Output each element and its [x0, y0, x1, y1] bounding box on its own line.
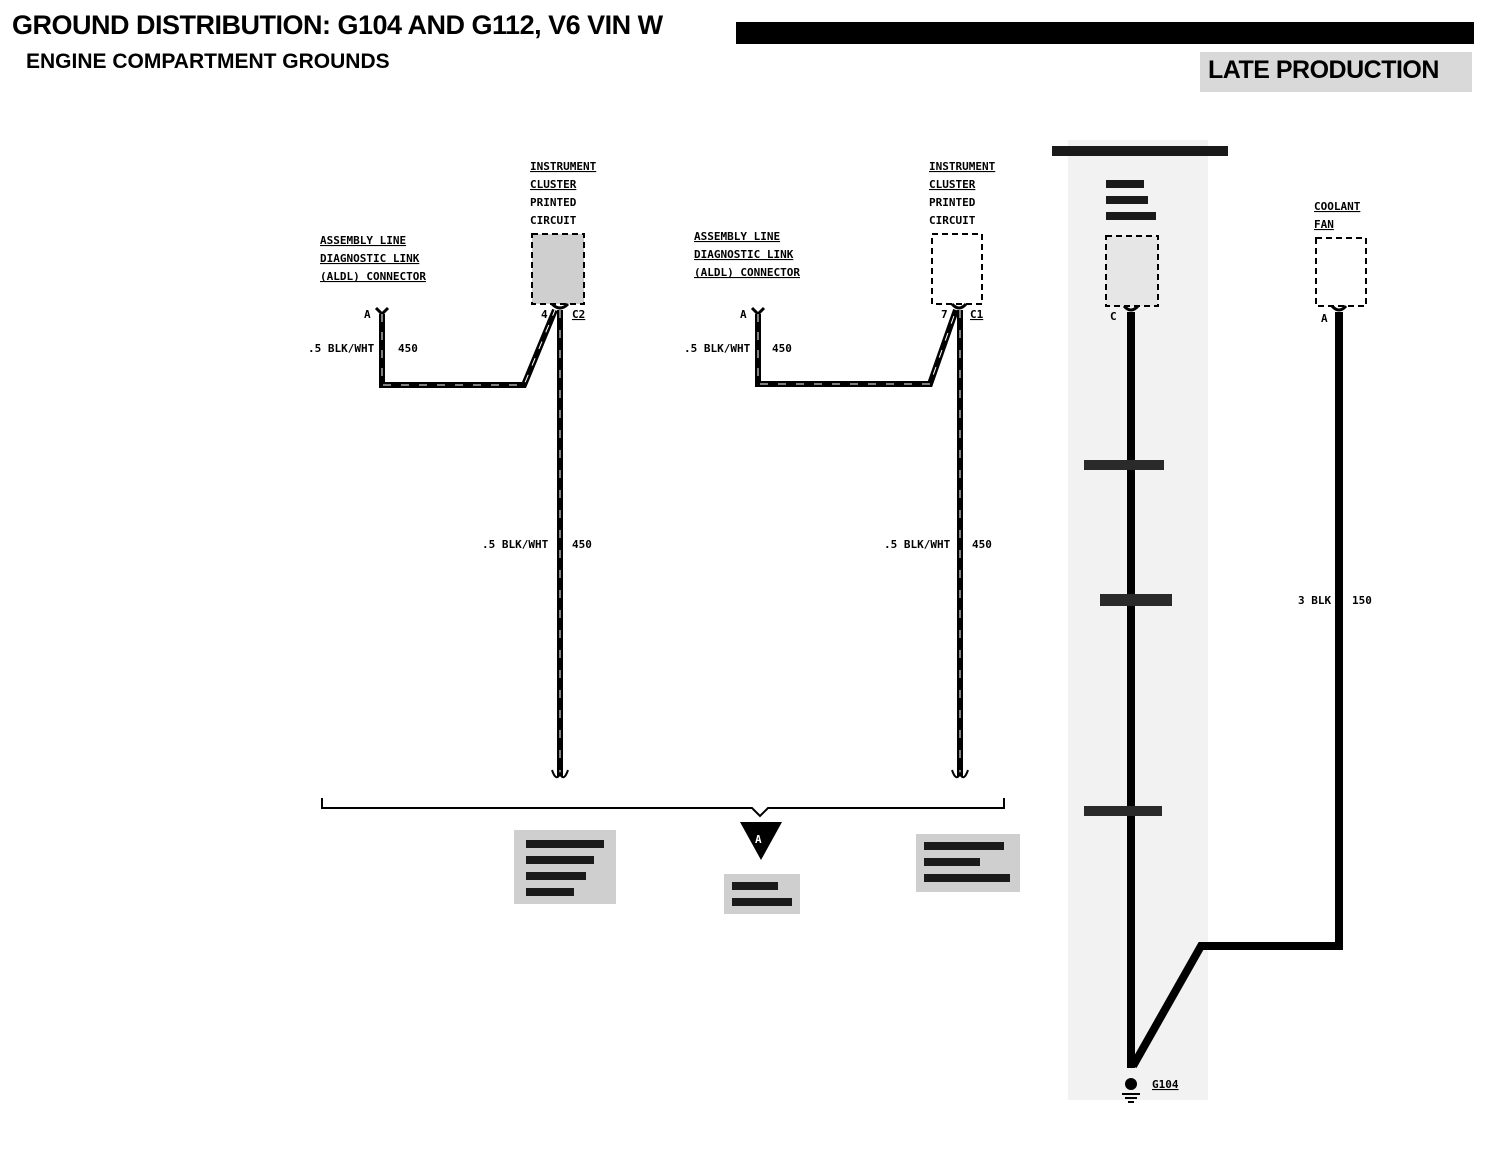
production-badge-label: LATE PRODUCTION [1208, 56, 1439, 84]
coolant-fan-ground-wire [1129, 312, 1343, 1068]
left-note-line-2 [526, 856, 594, 864]
left-cluster-terminal [550, 302, 570, 310]
left-cluster-label-line-2: CLUSTER [530, 178, 577, 191]
header-rule [736, 22, 1474, 44]
left-cluster-label-line-3: PRINTED [530, 196, 577, 209]
left-note-line-3 [526, 872, 586, 880]
left-wire1-circuit: 450 [398, 342, 418, 355]
production-badge: LATE PRODUCTION [1200, 52, 1472, 92]
coolant-fan-pin: A [1321, 312, 1328, 325]
coolant-fan-component [1315, 237, 1367, 307]
left-cluster-pin: 4 [541, 308, 548, 321]
bottom-brace-group: A [321, 798, 1020, 914]
module-component [1105, 235, 1159, 307]
bottom-brace [321, 798, 1005, 818]
left-wire-end [551, 769, 569, 779]
left-cluster-connector: C2 [572, 308, 585, 321]
middle-aldl-label-line-3: (ALDL) CONNECTOR [694, 266, 800, 279]
left-cluster-label-line-1: INSTRUMENT [530, 160, 597, 173]
middle-note-line-2 [732, 898, 792, 906]
left-cluster-label-line-4: CIRCUIT [530, 214, 577, 227]
reference-triangle-icon [740, 822, 782, 860]
module-pin: C [1110, 310, 1117, 323]
module-label-obscured-1 [1106, 180, 1144, 188]
coolant-fan-wire-circuit: 150 [1352, 594, 1372, 607]
right-circuit: C COOLANT FAN A 3 BLK 150 G104 [1052, 140, 1372, 1103]
coolant-fan-label-line-2: FAN [1314, 218, 1334, 231]
middle-wire1-circuit: 450 [772, 342, 792, 355]
module-wire-label-2-obscured [1084, 806, 1162, 816]
left-cluster-component [531, 233, 585, 305]
coolant-fan-label-line-1: COOLANT [1314, 200, 1361, 213]
left-circuit: ASSEMBLY LINE DIAGNOSTIC LINK (ALDL) CON… [308, 160, 597, 779]
coolant-fan-terminal [1330, 304, 1348, 312]
module-splice-obscured [1100, 594, 1172, 606]
middle-cluster-pin: 7 [941, 308, 948, 321]
right-note-line-1 [924, 842, 1004, 850]
left-aldl-label-line-3: (ALDL) CONNECTOR [320, 270, 426, 283]
left-wire2-circuit: 450 [572, 538, 592, 551]
module-label-obscured-2 [1106, 196, 1148, 204]
middle-note-box [724, 874, 800, 914]
right-heading-obscured [1052, 146, 1228, 156]
left-aldl-label-line-2: DIAGNOSTIC LINK [320, 252, 420, 265]
left-wire-aldl-stripe [381, 309, 556, 386]
middle-cluster-label-line-4: CIRCUIT [929, 214, 976, 227]
reference-marker: A [755, 833, 762, 846]
middle-aldl-label-line-1: ASSEMBLY LINE [694, 230, 780, 243]
left-wire2-spec: .5 BLK/WHT [482, 538, 549, 551]
left-wire1-spec: .5 BLK/WHT [308, 342, 375, 355]
coolant-fan-wire-spec: 3 BLK [1298, 594, 1331, 607]
middle-wire2-circuit: 450 [972, 538, 992, 551]
middle-cluster-label-line-1: INSTRUMENT [929, 160, 996, 173]
middle-cluster-connector: C1 [970, 308, 984, 321]
middle-cluster-component [931, 233, 983, 305]
page-subtitle: ENGINE COMPARTMENT GROUNDS [26, 50, 390, 73]
left-aldl-label-line-1: ASSEMBLY LINE [320, 234, 406, 247]
middle-cluster-label-line-3: PRINTED [929, 196, 976, 209]
middle-cluster-terminal [950, 302, 968, 310]
module-label-obscured-3 [1106, 212, 1156, 220]
middle-aldl-terminal [750, 306, 766, 317]
left-aldl-terminal [374, 306, 390, 317]
middle-circuit: ASSEMBLY LINE DIAGNOSTIC LINK (ALDL) CON… [684, 160, 996, 779]
right-note-line-2 [924, 858, 980, 866]
middle-aldl-pin: A [740, 308, 747, 321]
module-terminal [1122, 304, 1140, 312]
middle-wire-aldl [755, 309, 959, 387]
module-wire-label-1-obscured [1084, 460, 1164, 470]
ground-point-icon [1125, 1078, 1137, 1090]
middle-wire2-spec: .5 BLK/WHT [884, 538, 951, 551]
middle-aldl-label-line-2: DIAGNOSTIC LINK [694, 248, 794, 261]
left-note-line-4 [526, 888, 574, 896]
middle-cluster-label-line-2: CLUSTER [929, 178, 976, 191]
ground-label: G104 [1152, 1078, 1179, 1091]
page-title: GROUND DISTRIBUTION: G104 AND G112, V6 V… [12, 10, 663, 40]
middle-wire-end [951, 769, 969, 779]
left-note-line-1 [526, 840, 604, 848]
middle-note-line-1 [732, 882, 778, 890]
right-note-line-3 [924, 874, 1010, 882]
left-aldl-pin: A [364, 308, 371, 321]
middle-wire1-spec: .5 BLK/WHT [684, 342, 751, 355]
